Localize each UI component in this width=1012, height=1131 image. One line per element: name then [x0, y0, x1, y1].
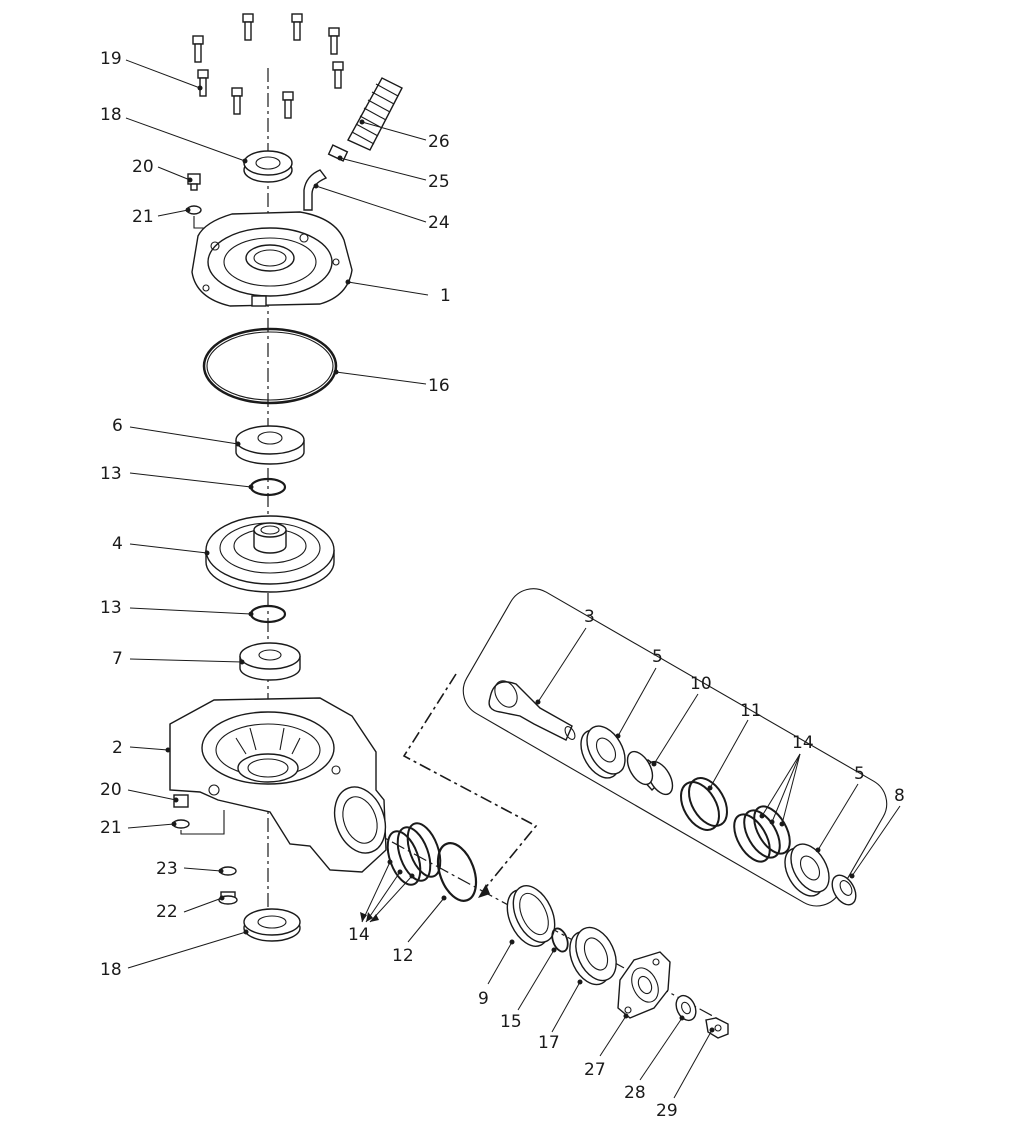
callout-22: 22 — [156, 902, 178, 922]
nut-29 — [705, 1017, 729, 1039]
snap-ring-12 — [436, 842, 478, 902]
washer-21-bottom — [172, 810, 225, 835]
plug-20-top — [187, 173, 201, 191]
ring-11 — [680, 777, 728, 831]
callout-23: 23 — [156, 859, 178, 879]
callout-14-left: 14 — [348, 925, 370, 945]
housing-2 — [169, 697, 387, 873]
callout-19: 19 — [100, 49, 122, 69]
callout-29: 29 — [656, 1101, 678, 1121]
breather-boot-26 — [347, 77, 403, 151]
callout-14-right: 14 — [792, 733, 814, 753]
shaft-3 — [488, 680, 576, 741]
callout-11: 11 — [740, 701, 762, 721]
assembly-link-arrow — [478, 884, 490, 898]
callout-24: 24 — [428, 213, 450, 233]
fitting-25 — [327, 144, 349, 162]
nut-8 — [831, 874, 857, 906]
callout-13-top: 13 — [100, 464, 122, 484]
sleeve-10 — [626, 750, 674, 796]
callout-17: 17 — [538, 1033, 560, 1053]
callout-3: 3 — [584, 607, 595, 627]
washer-28 — [675, 994, 697, 1022]
callout-16: 16 — [428, 376, 450, 396]
callout-6: 6 — [112, 416, 123, 436]
assembly-link-path — [402, 673, 538, 893]
callout-2: 2 — [112, 738, 123, 758]
callout-28: 28 — [624, 1083, 646, 1103]
bearing-7 — [239, 642, 301, 681]
ring-15 — [551, 927, 569, 953]
shaft-group-frame — [462, 588, 888, 907]
callout-1: 1 — [440, 286, 451, 306]
o-ring-16 — [202, 327, 338, 405]
flange-27 — [617, 951, 671, 1019]
callout-4: 4 — [112, 534, 123, 554]
seal-18-top — [243, 150, 293, 183]
callout-20-bottom: 20 — [100, 780, 122, 800]
gear-4 — [205, 515, 335, 593]
callout-25: 25 — [428, 172, 450, 192]
callout-5-left: 5 — [652, 647, 663, 667]
o-ring-16-inner — [206, 331, 334, 401]
bearing-6 — [235, 425, 305, 465]
leader-lines — [125, 59, 901, 1099]
callout-20-top: 20 — [132, 157, 154, 177]
callout-18-top: 18 — [100, 105, 122, 125]
callout-8: 8 — [894, 786, 905, 806]
callout-21-top: 21 — [132, 207, 154, 227]
callout-15: 15 — [500, 1012, 522, 1032]
bearing-9 — [506, 885, 556, 947]
callout-5-right: 5 — [854, 764, 865, 784]
seal-18-bottom — [243, 908, 301, 942]
bolts-19 — [192, 13, 344, 119]
callout-27: 27 — [584, 1060, 606, 1080]
breather-tube-24 — [303, 169, 328, 211]
callout-10: 10 — [690, 674, 712, 694]
callout-26: 26 — [428, 132, 450, 152]
cover-1 — [191, 211, 353, 307]
seal-17 — [569, 926, 617, 986]
callout-12: 12 — [392, 946, 414, 966]
callout-labels: 19 18 20 21 26 25 24 1 16 6 13 4 13 7 2 … — [100, 49, 905, 1121]
callout-21-bottom: 21 — [100, 818, 122, 838]
callout-7: 7 — [112, 649, 123, 669]
callout-13-bottom: 13 — [100, 598, 122, 618]
callout-18-bottom: 18 — [100, 960, 122, 980]
callout-9: 9 — [478, 989, 489, 1009]
bearing-5-left — [580, 725, 626, 779]
bearing-5-right — [784, 843, 830, 897]
